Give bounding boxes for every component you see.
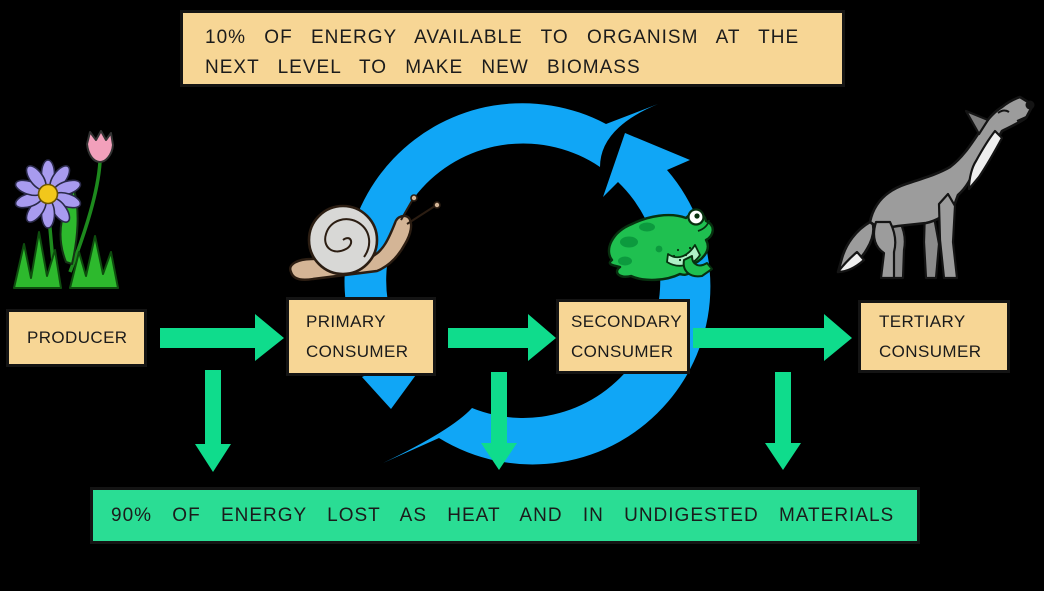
wolf-illustration [836, 95, 1035, 280]
primary-consumer-label-line2: CONSUMER [306, 341, 409, 361]
ten-percent-note-line1: 10% OF ENERGY AVAILABLE TO ORGANISM AT T… [205, 27, 800, 48]
producer-label: PRODUCER [27, 328, 128, 347]
ten-percent-note: 10% OF ENERGY AVAILABLE TO ORGANISM AT T… [180, 10, 845, 87]
daisy-head [14, 159, 82, 229]
ninety-percent-loss-note: 90% OF ENERGY LOST AS HEAT AND IN UNDIGE… [90, 487, 920, 544]
ten-percent-note-line2: NEXT LEVEL TO MAKE NEW BIOMASS [205, 57, 641, 78]
tertiary-consumer-label-line2: CONSUMER [879, 341, 982, 361]
cycle-arrow-icon [344, 103, 711, 465]
secondary-consumer-label-line2: CONSUMER [571, 341, 674, 361]
down-arrow-icon [481, 372, 517, 470]
down-arrow-icon [765, 372, 801, 470]
primary-consumer-box: PRIMARY CONSUMER [286, 297, 436, 376]
grass [13, 231, 119, 289]
frog-illustration [607, 208, 714, 282]
right-arrow-icon [160, 314, 284, 361]
tertiary-consumer-label-line1: TERTIARY [879, 311, 966, 331]
energy-flow-arrows [160, 314, 852, 472]
primary-consumer-label-line1: PRIMARY [306, 311, 386, 331]
producer-box: PRODUCER [6, 309, 147, 367]
down-arrow-icon [195, 370, 231, 472]
right-arrow-icon [448, 314, 556, 361]
ninety-percent-loss-text: 90% OF ENERGY LOST AS HEAT AND IN UNDIGE… [111, 504, 895, 526]
flower-illustration [13, 130, 119, 289]
secondary-consumer-label-line1: SECONDARY [571, 311, 682, 331]
snail-illustration [289, 194, 441, 281]
tertiary-consumer-box: TERTIARY CONSUMER [858, 300, 1010, 373]
right-arrow-icon [693, 314, 852, 361]
secondary-consumer-box: SECONDARY CONSUMER [556, 299, 690, 374]
